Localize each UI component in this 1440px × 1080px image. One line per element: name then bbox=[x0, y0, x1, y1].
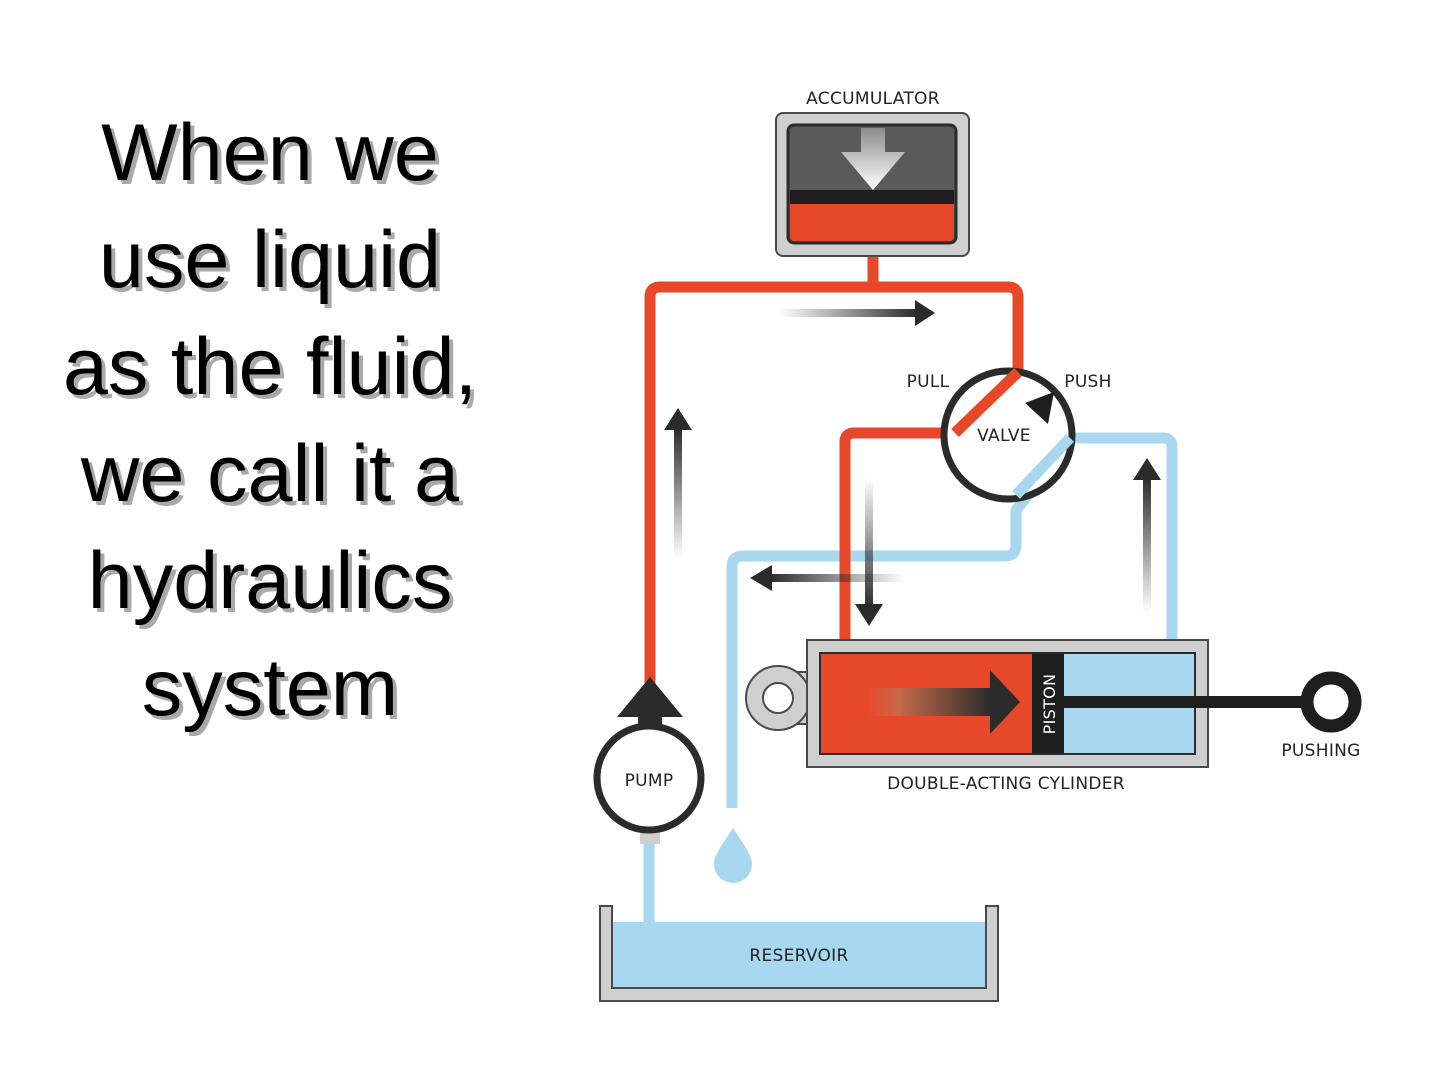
pump-output-arrow-icon bbox=[617, 677, 683, 728]
accumulator bbox=[775, 112, 970, 257]
reservoir bbox=[599, 905, 999, 1002]
return-line-cylinder-to-valve bbox=[1070, 432, 1178, 648]
hydraulic-system-diagram: ACCUMULATOR VALVE PULL PUSH bbox=[593, 89, 1362, 1002]
text-line-2: use liquid bbox=[98, 215, 442, 305]
pump-label: PUMP bbox=[625, 771, 674, 791]
valve bbox=[940, 367, 1076, 503]
push-label: PUSH bbox=[1064, 372, 1111, 392]
flow-arrows bbox=[664, 300, 1161, 626]
text-line-4: we call it a bbox=[80, 429, 460, 519]
piston-label: PISTON bbox=[1040, 674, 1059, 735]
flow-arrow-up-right-icon bbox=[1133, 458, 1161, 613]
text-line-6: system bbox=[141, 643, 399, 733]
double-acting-cylinder bbox=[745, 639, 1362, 768]
pushing-label: PUSHING bbox=[1281, 741, 1360, 761]
pull-label: PULL bbox=[907, 372, 950, 392]
fluid-drop-icon bbox=[714, 828, 752, 883]
flow-arrow-down-icon bbox=[855, 478, 883, 626]
accumulator-down-arrow-icon bbox=[841, 128, 905, 190]
piston-rod bbox=[1064, 696, 1314, 708]
piston bbox=[1032, 654, 1064, 753]
flow-arrow-up-icon bbox=[664, 408, 692, 558]
slide-text: When we use liquid as the fluid, we call… bbox=[20, 100, 520, 742]
text-line-5: hydraulics bbox=[87, 536, 453, 626]
pressure-line-valve-to-cylinder bbox=[839, 368, 1022, 660]
pump bbox=[593, 677, 705, 844]
return-lines bbox=[643, 432, 1178, 935]
return-line-valve-to-reservoir bbox=[726, 462, 1057, 808]
cylinder-mount-ring-icon bbox=[745, 665, 811, 731]
reservoir-label: RESERVOIR bbox=[749, 946, 848, 966]
pressure-line-pump-to-valve bbox=[644, 281, 1024, 725]
cylinder-label: DOUBLE-ACTING CYLINDER bbox=[887, 774, 1125, 794]
flow-arrow-left-icon bbox=[750, 565, 905, 591]
rod-eye-icon bbox=[1300, 671, 1362, 733]
flow-arrow-right-icon bbox=[780, 300, 935, 326]
cylinder-push-arrow-icon bbox=[868, 670, 1020, 734]
valve-label: VALVE bbox=[977, 426, 1031, 446]
text-line-3: as the fluid, bbox=[62, 322, 478, 412]
valve-direction-arrow-icon bbox=[1025, 392, 1054, 424]
accumulator-label: ACCUMULATOR bbox=[806, 89, 940, 109]
text-line-1: When we bbox=[101, 108, 439, 198]
